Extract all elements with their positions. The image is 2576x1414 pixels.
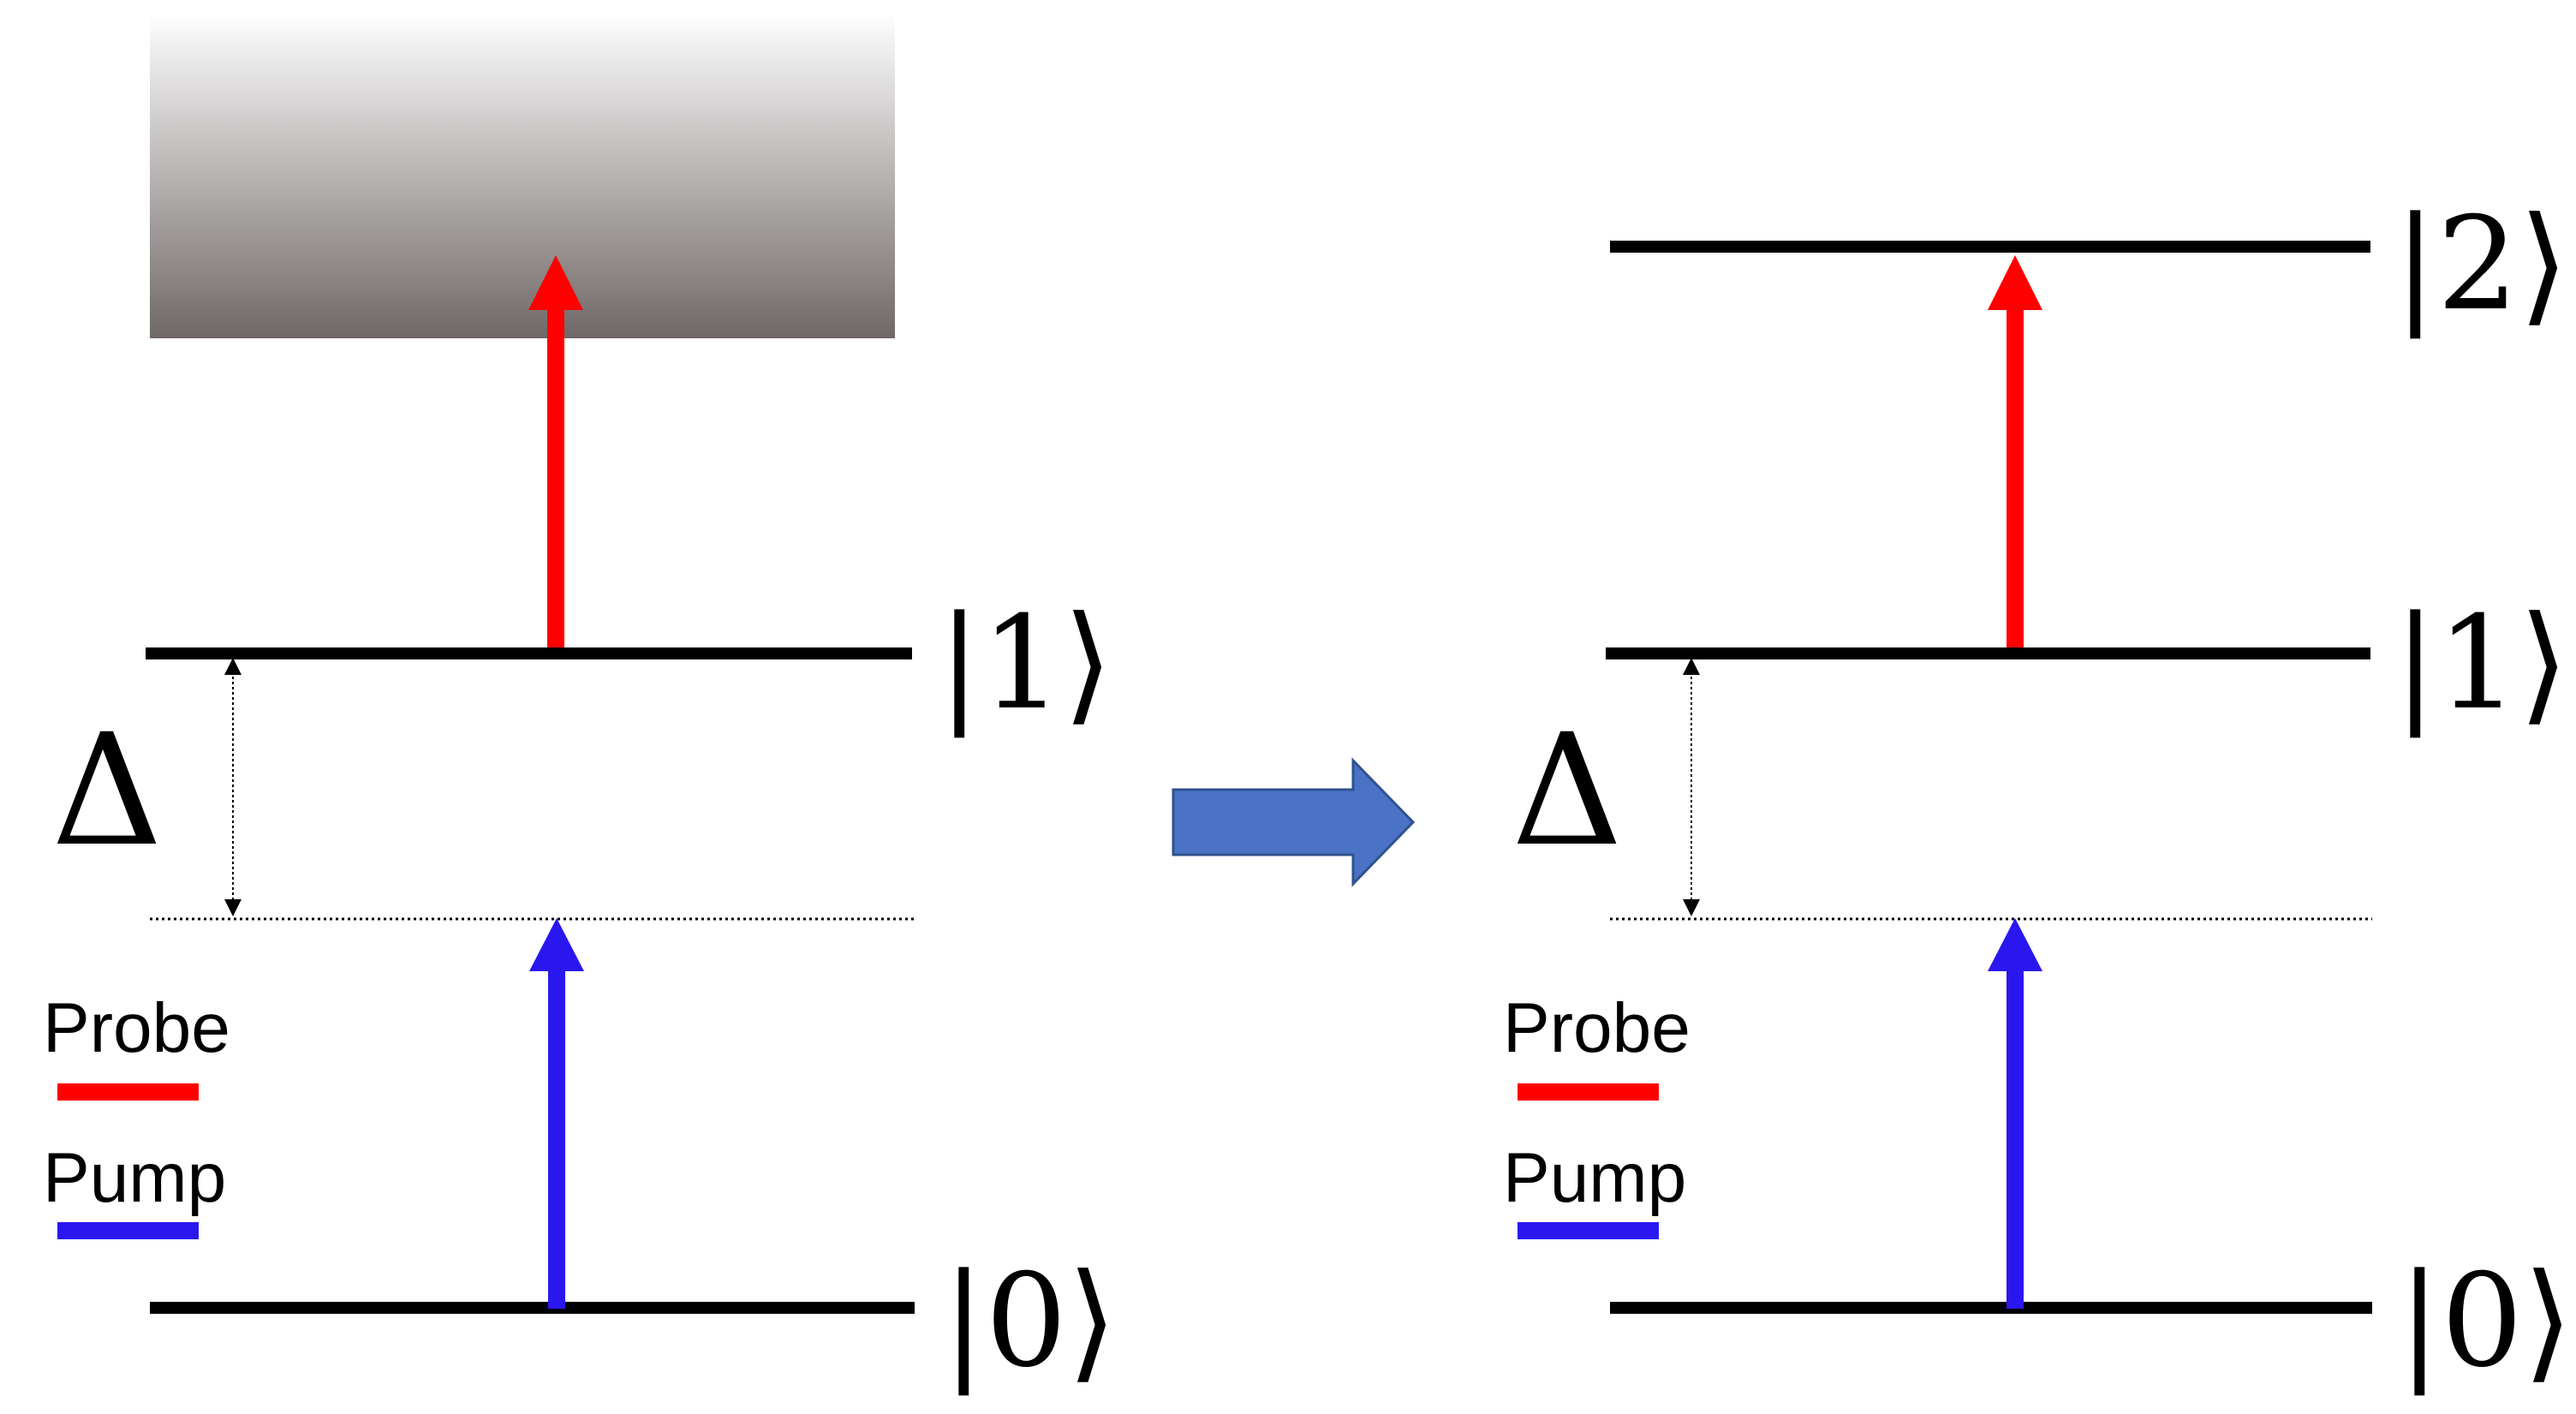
right-panel: |2⟩ |1⟩ |0⟩ Δ Probe Pump (1503, 190, 2573, 1396)
right-arrow-icon (1172, 757, 1416, 887)
left-continuum-band (150, 13, 895, 338)
right-legend-probe-label: Probe (1503, 989, 1690, 1067)
right-legend-pump-swatch (1518, 1222, 1659, 1239)
right-legend-pump-label: Pump (1503, 1139, 1686, 1217)
left-delta-label: Δ (51, 701, 163, 880)
left-pump-arrow (529, 918, 584, 1309)
left-state-1-label: |1⟩ (938, 589, 1113, 738)
left-legend-pump-label: Pump (43, 1139, 226, 1217)
left-panel: |1⟩ |0⟩ Δ Probe Pump (43, 13, 1118, 1396)
right-state-0-label: |0⟩ (2398, 1247, 2573, 1396)
right-state-2-label: |2⟩ (2394, 190, 2569, 339)
left-legend-probe-label: Probe (43, 989, 230, 1067)
right-pump-arrow (1988, 918, 2042, 1309)
right-delta-label: Δ (1512, 701, 1623, 880)
left-state-0-label: |0⟩ (942, 1247, 1118, 1396)
right-probe-arrow (1988, 255, 2042, 647)
right-legend-probe-swatch (1518, 1083, 1659, 1101)
right-state-1-label: |1⟩ (2394, 589, 2569, 738)
left-legend-pump-swatch (57, 1222, 199, 1239)
left-probe-arrow (528, 255, 583, 647)
left-legend-probe-swatch (57, 1083, 199, 1101)
